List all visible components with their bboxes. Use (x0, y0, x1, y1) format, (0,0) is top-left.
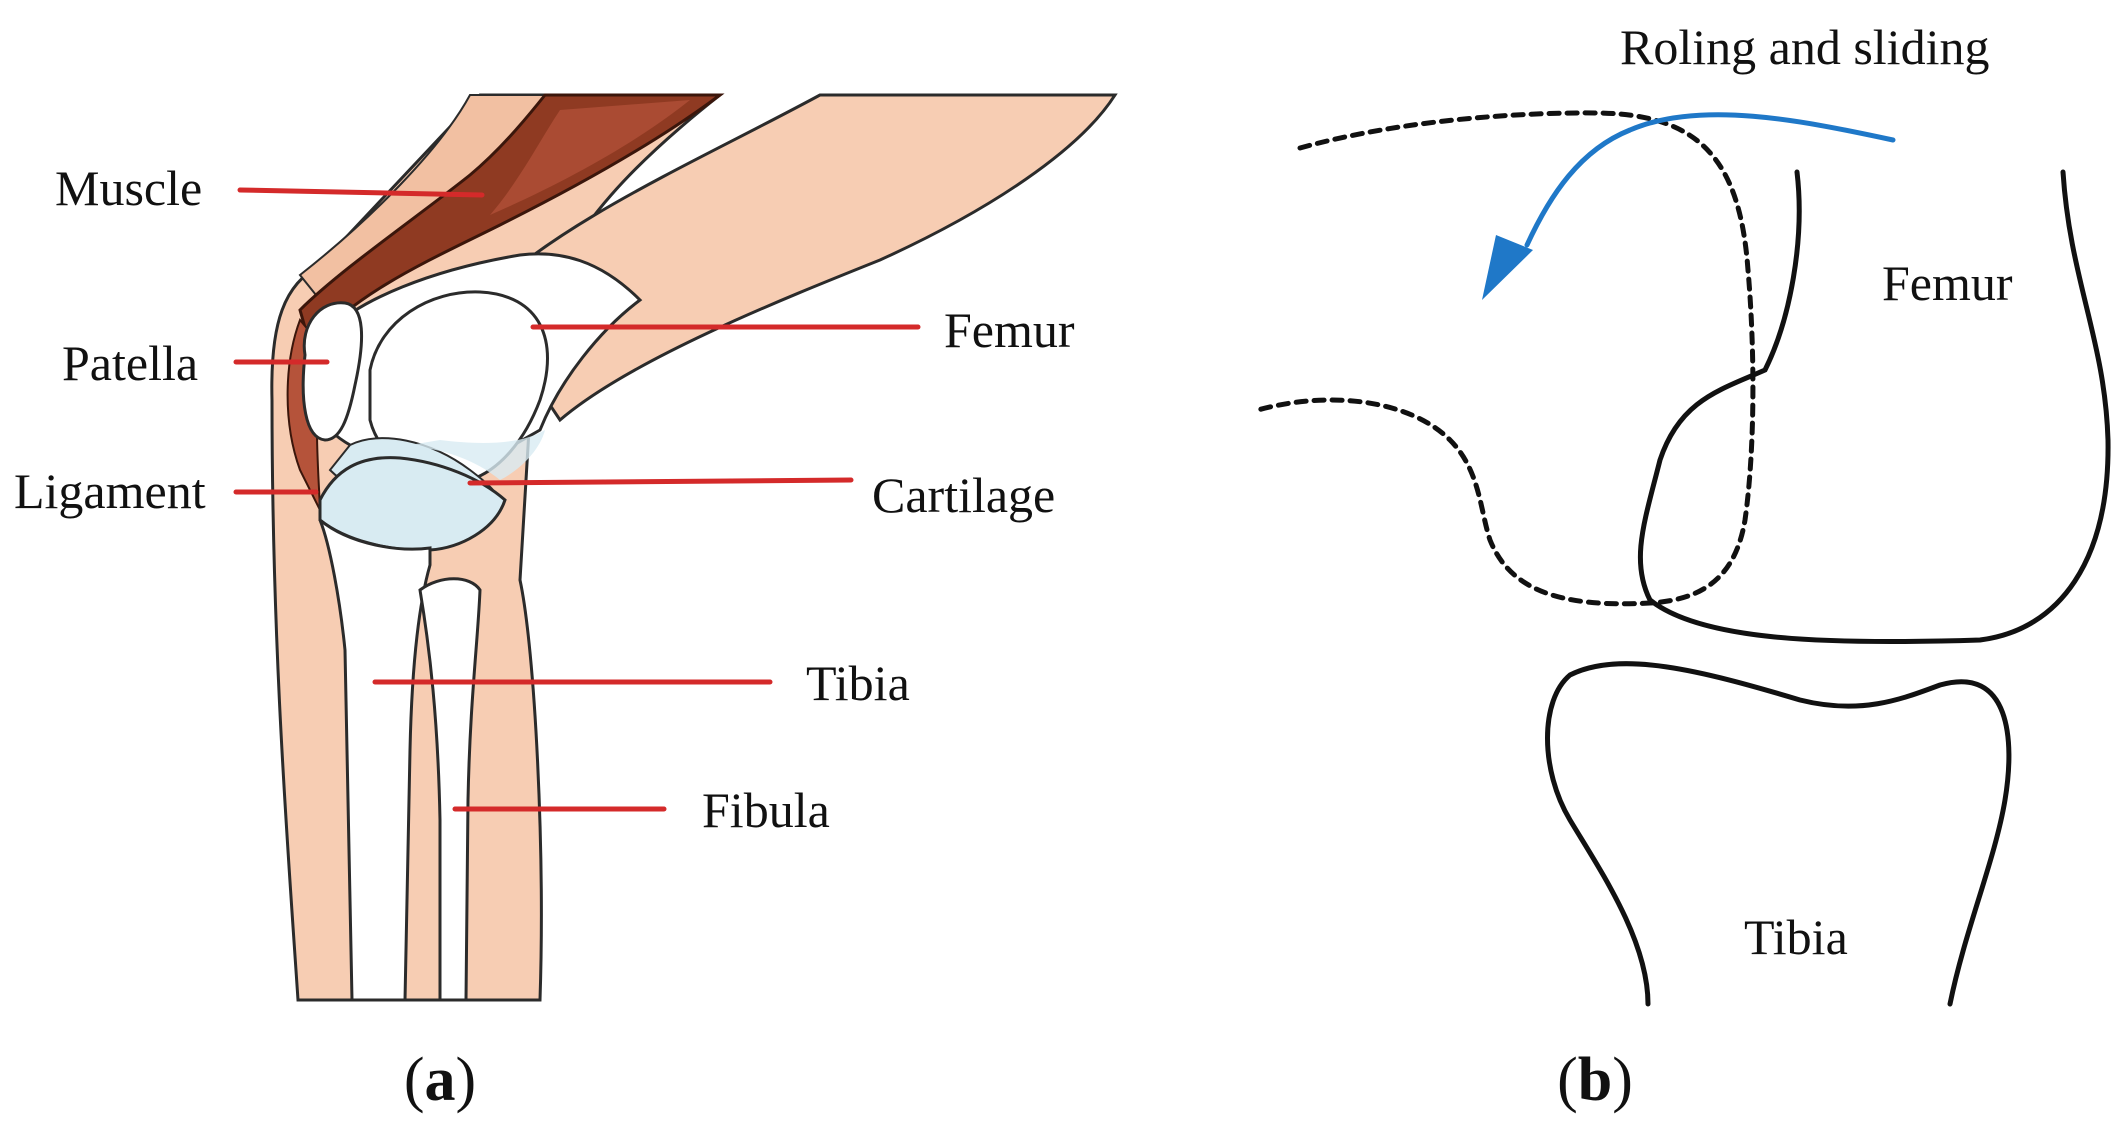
label-femur-b: Femur (1882, 255, 2013, 311)
thigh-region (478, 93, 1118, 423)
label-cartilage: Cartilage (872, 467, 1055, 523)
caption-a: (a) (404, 1046, 476, 1114)
muscle-highlight (490, 100, 690, 215)
femur-dashed-outline (1255, 110, 1756, 607)
patella-bone (301, 301, 363, 442)
cartilage-glow (380, 430, 545, 480)
label-ligament: Ligament (14, 463, 206, 519)
panel-a-knee-anatomy: Muscle Patella Ligament Femur Cartilage … (14, 93, 1118, 1114)
tibia-shaft (318, 518, 432, 1002)
caption-b: (b) (1557, 1046, 1633, 1114)
rolling-arrow-path (1524, 112, 1896, 248)
leader-muscle (237, 187, 485, 198)
panel-b-rolling-sliding-schematic: Roling and sliding Femur Tibia (b) (1255, 19, 2111, 1114)
label-roling-and-sliding: Roling and sliding (1620, 19, 1989, 75)
tibia-solid-outline (1545, 661, 2012, 1007)
label-muscle: Muscle (55, 160, 202, 216)
label-fibula: Fibula (702, 782, 830, 838)
label-patella: Patella (62, 335, 198, 391)
leader-cartilage (467, 477, 854, 486)
label-femur: Femur (944, 302, 1075, 358)
label-tibia: Tibia (806, 655, 910, 711)
femur-solid-outline (1637, 169, 2111, 645)
rolling-arrow-head (1482, 235, 1533, 300)
label-tibia-b: Tibia (1744, 909, 1848, 965)
leader-lines (233, 187, 921, 812)
